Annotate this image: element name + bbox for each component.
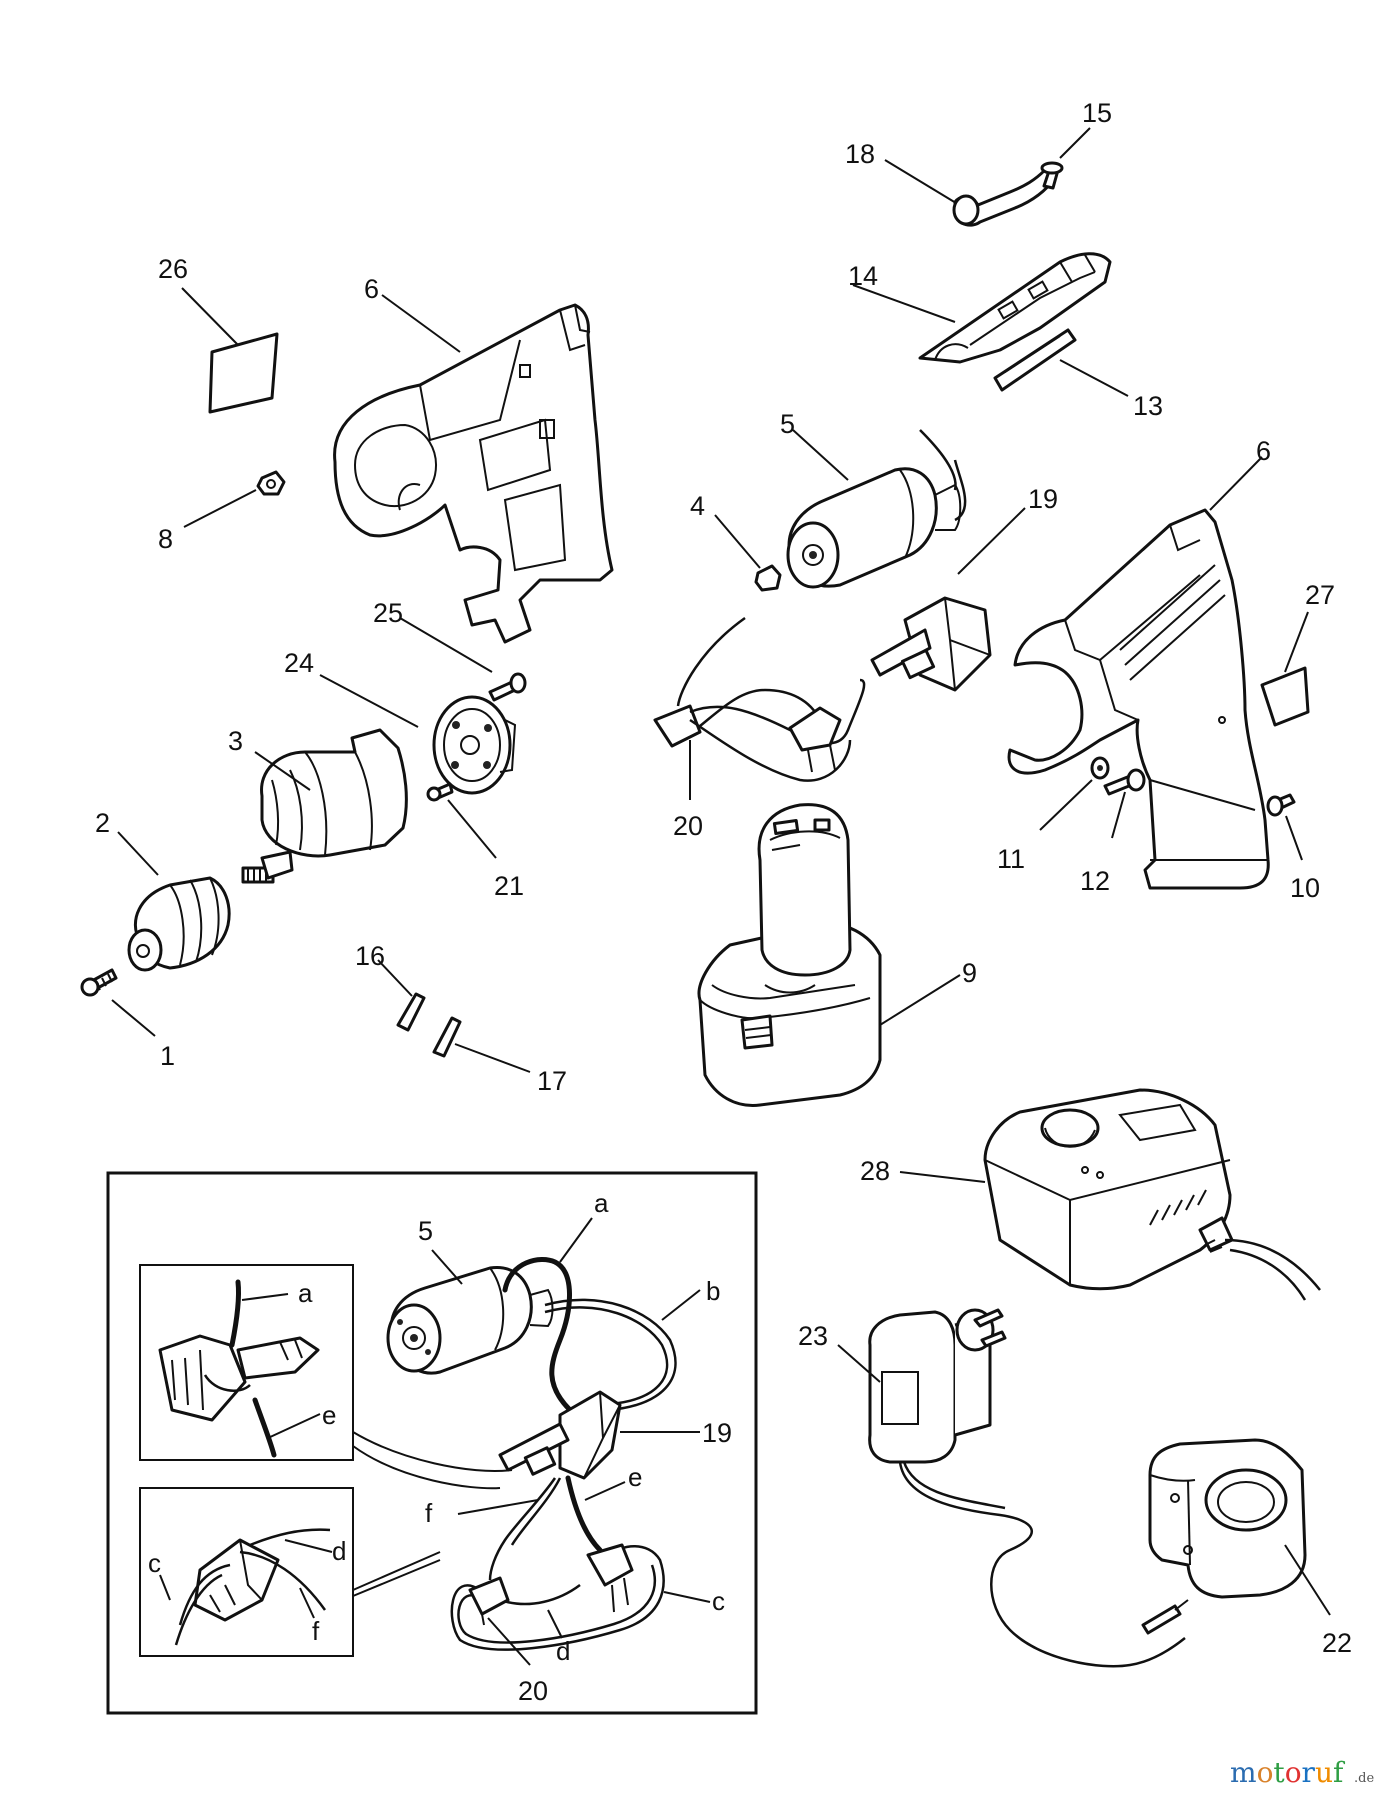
part-22-charging-cradle: 22: [1141, 1438, 1352, 1658]
callout-3: 3: [228, 726, 243, 756]
inset-wire-a: a: [594, 1188, 609, 1218]
callout-6-left: 6: [364, 274, 379, 304]
inset-wire-f: f: [425, 1498, 433, 1528]
watermark-letter: o: [1257, 1756, 1274, 1789]
callout-13: 13: [1133, 391, 1163, 421]
part-15-screw: 15: [1040, 98, 1112, 190]
callout-27: 27: [1305, 580, 1335, 610]
callout-25: 25: [373, 598, 403, 628]
part-2-chuck: 2: [95, 808, 231, 972]
part-8-nut: 8: [158, 470, 286, 554]
callout-5: 5: [780, 409, 795, 439]
inset-detail-2-label-f: f: [312, 1616, 320, 1646]
svg-text:motoruf: motoruf: [1230, 1756, 1346, 1789]
inset-detail-1-label-a: a: [298, 1278, 313, 1308]
callout-14: 14: [848, 261, 878, 291]
callout-20: 20: [673, 811, 703, 841]
watermark-letter: r: [1302, 1756, 1316, 1789]
part-10-screw: 10: [1266, 793, 1320, 903]
watermark-letter: f: [1333, 1756, 1346, 1789]
part-9-battery-pack: 9: [697, 803, 977, 1107]
callout-16: 16: [355, 941, 385, 971]
callout-28: 28: [860, 1156, 890, 1186]
part-12-screw: 12: [1080, 768, 1146, 896]
part-24-gear-plate: 24: [284, 648, 517, 795]
inset-detail-2-label-d: d: [332, 1536, 346, 1566]
watermark-letter: t: [1273, 1756, 1285, 1789]
part-1-screw: 1: [80, 968, 175, 1071]
part-26-label-sticker: 26: [158, 254, 279, 414]
callout-2: 2: [95, 808, 110, 838]
watermark-letter: m: [1230, 1756, 1257, 1789]
inset-motor: 5: [386, 1216, 554, 1375]
callout-6-right: 6: [1256, 436, 1271, 466]
callout-8: 8: [158, 524, 173, 554]
part-6-housing-right-half: 6: [1007, 436, 1271, 890]
part-16-17-screwdriver-bits: 16 17: [355, 941, 567, 1096]
watermark-motoruf: motoruf .de: [1230, 1756, 1374, 1789]
callout-12: 12: [1080, 866, 1110, 896]
part-5-motor: 5: [780, 409, 967, 589]
inset-callout-20: 20: [518, 1676, 548, 1706]
part-14-top-cover: 14: [848, 252, 1112, 364]
part-19-switch: 19: [870, 484, 1058, 692]
callout-1: 1: [160, 1041, 175, 1071]
callout-10: 10: [1290, 873, 1320, 903]
part-23-plug-adapter: 23: [798, 1308, 1186, 1668]
part-3-gearbox: 3: [228, 726, 408, 884]
callout-21: 21: [494, 871, 524, 901]
callout-19: 19: [1028, 484, 1058, 514]
inset-callout-5: 5: [418, 1216, 433, 1246]
inset-wire-d: d: [556, 1636, 570, 1666]
wiring-detail-inset: a e d c f: [106, 1171, 758, 1715]
inset-detail-1-label-e: e: [322, 1400, 336, 1430]
callout-18: 18: [845, 139, 875, 169]
part-6-housing-left-half: 6: [333, 274, 614, 644]
callout-22: 22: [1322, 1628, 1352, 1658]
inset-detail-terminal-view: d c f: [139, 1487, 354, 1657]
inset-wire-c: c: [712, 1586, 725, 1616]
part-27-label-sticker: 27: [1260, 580, 1335, 727]
inset-detail-2-label-c: c: [148, 1548, 161, 1578]
inset-detail-switch-view: a e: [139, 1264, 354, 1461]
inset-wire-e: e: [628, 1462, 642, 1492]
part-28-charger-base: 28: [860, 1088, 1321, 1301]
callout-9: 9: [962, 958, 977, 988]
callout-24: 24: [284, 648, 314, 678]
part-20-terminal-wiring: 20: [653, 616, 866, 841]
callout-17: 17: [537, 1066, 567, 1096]
inset-switch: 19: [498, 1390, 732, 1480]
watermark-letter: u: [1315, 1756, 1333, 1789]
part-4-pinion: 4: [690, 491, 782, 592]
callout-15: 15: [1082, 98, 1112, 128]
callout-23: 23: [798, 1321, 828, 1351]
watermark-letter: o: [1285, 1756, 1302, 1789]
inset-terminal: 20: [468, 1576, 548, 1706]
watermark-suffix: .de: [1354, 1771, 1374, 1786]
part-21-screw: 21: [426, 782, 524, 901]
part-13-slide: 13: [993, 328, 1163, 421]
inset-wire-b: b: [706, 1276, 720, 1306]
callout-11: 11: [997, 844, 1025, 874]
part-18-belt-hook: 18: [845, 139, 1057, 227]
part-11-washer: 11: [997, 756, 1110, 874]
inset-frame: [106, 1171, 758, 1715]
part-25-screw: 25: [373, 598, 527, 702]
callout-26: 26: [158, 254, 188, 284]
inset-callout-19: 19: [702, 1418, 732, 1448]
callout-4: 4: [690, 491, 705, 521]
